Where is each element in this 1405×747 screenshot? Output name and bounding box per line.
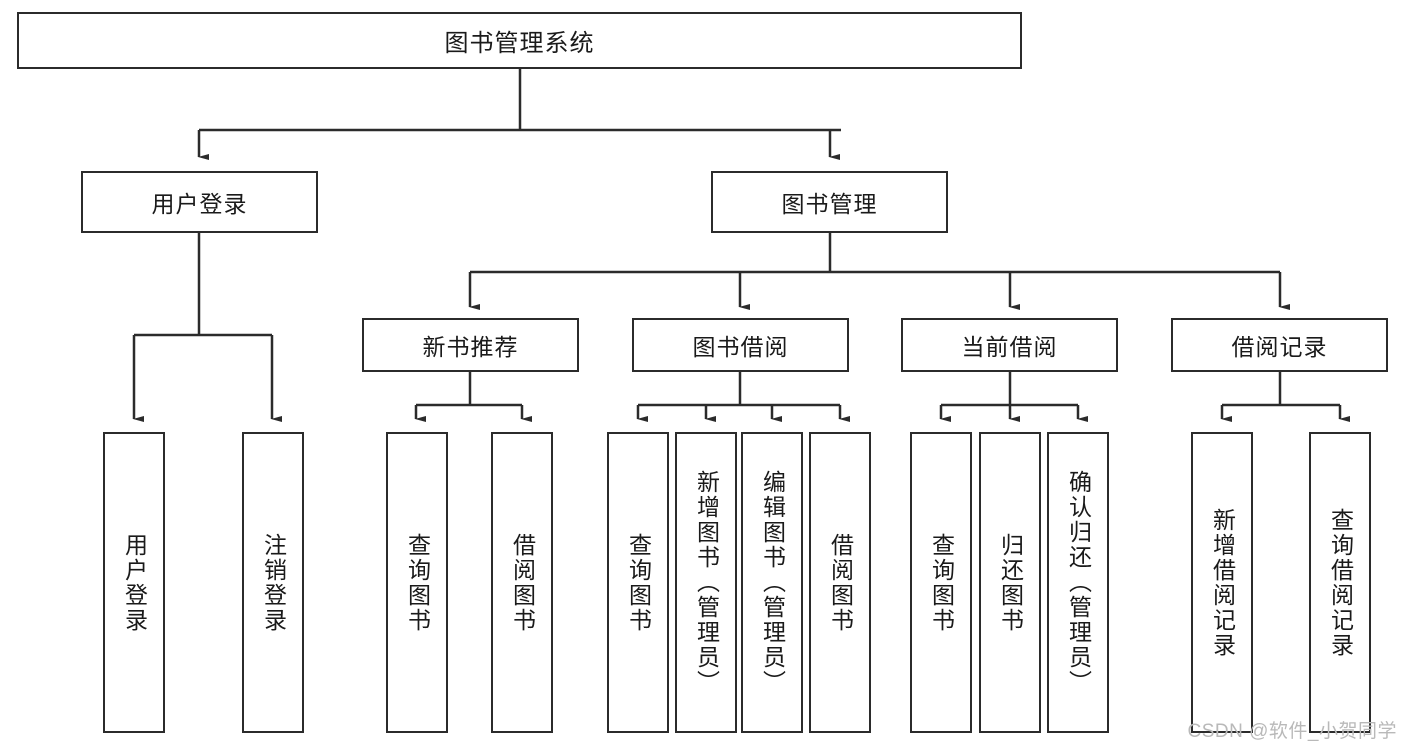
node-label: 新增图书（管理员） [693, 470, 720, 695]
node-label: 图书借阅 [692, 334, 789, 360]
node-leaf-borrow-book-recommend[interactable]: 借阅图书 [491, 432, 553, 733]
node-label: 归还图书 [997, 532, 1024, 633]
node-label: 当前借阅 [961, 334, 1058, 360]
node-label: 编辑图书（管理员） [759, 470, 786, 695]
node-label: 查询图书 [404, 532, 431, 633]
node-leaf-add-borrow-record[interactable]: 新增借阅记录 [1191, 432, 1253, 733]
node-label: 用户登录 [121, 532, 148, 633]
node-book-management[interactable]: 图书管理 [711, 171, 948, 233]
node-label: 新书推荐 [422, 334, 519, 360]
node-root-book-management-system[interactable]: 图书管理系统 [17, 12, 1022, 69]
node-label: 借阅记录 [1231, 334, 1328, 360]
node-leaf-logout[interactable]: 注销登录 [242, 432, 304, 733]
node-label: 图书管理 [781, 191, 878, 217]
node-leaf-query-borrow-record[interactable]: 查询借阅记录 [1309, 432, 1371, 733]
node-leaf-confirm-return-admin[interactable]: 确认归还（管理员） [1047, 432, 1109, 733]
node-label: 查询借阅记录 [1327, 507, 1354, 658]
node-new-book-recommendation[interactable]: 新书推荐 [362, 318, 579, 372]
node-leaf-edit-book-admin[interactable]: 编辑图书（管理员） [741, 432, 803, 733]
node-label: 查询图书 [928, 532, 955, 633]
node-leaf-add-book-admin[interactable]: 新增图书（管理员） [675, 432, 737, 733]
node-label: 图书管理系统 [444, 30, 595, 57]
node-current-borrow[interactable]: 当前借阅 [901, 318, 1118, 372]
node-label: 新增借阅记录 [1209, 507, 1236, 658]
node-borrow-record[interactable]: 借阅记录 [1171, 318, 1388, 372]
node-leaf-borrow-book[interactable]: 借阅图书 [809, 432, 871, 733]
node-label: 借阅图书 [827, 532, 854, 633]
node-user-login[interactable]: 用户登录 [81, 171, 318, 233]
node-leaf-query-book-recommend[interactable]: 查询图书 [386, 432, 448, 733]
node-book-borrow[interactable]: 图书借阅 [632, 318, 849, 372]
node-leaf-query-book-current[interactable]: 查询图书 [910, 432, 972, 733]
node-label: 查询图书 [625, 532, 652, 633]
node-label: 用户登录 [151, 191, 248, 217]
node-label: 借阅图书 [509, 532, 536, 633]
node-leaf-return-book[interactable]: 归还图书 [979, 432, 1041, 733]
node-label: 确认归还（管理员） [1065, 470, 1092, 695]
node-leaf-user-login[interactable]: 用户登录 [103, 432, 165, 733]
watermark-text: CSDN @软件_小贺同学 [1187, 721, 1397, 742]
node-leaf-query-book[interactable]: 查询图书 [607, 432, 669, 733]
node-label: 注销登录 [260, 532, 287, 633]
